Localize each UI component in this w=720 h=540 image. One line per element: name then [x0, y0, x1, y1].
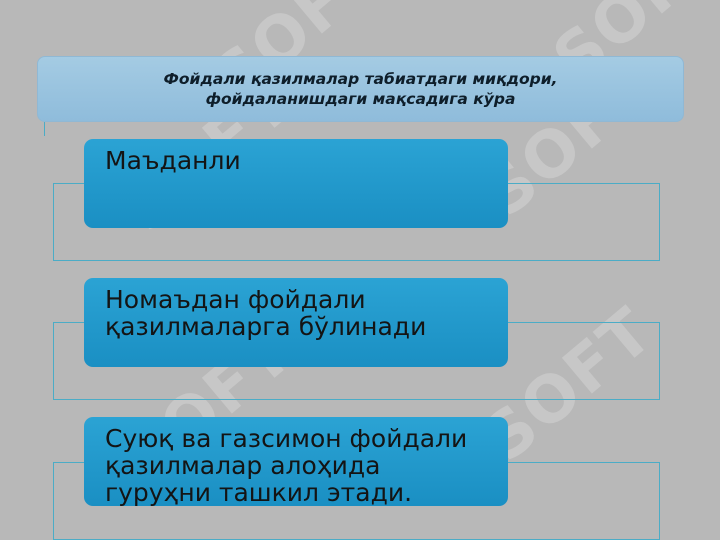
- item-box-1: Маъданли: [84, 139, 508, 228]
- item-box-2: Номаъдан фойдали қазилмаларга бўлинади: [84, 278, 508, 367]
- item-label-3: Суюқ ва газсимон фойдали қазилмалар алоҳ…: [105, 424, 468, 506]
- item-label-1: Маъданли: [105, 146, 241, 175]
- diagram-title: Фойдали қазилмалар табиатдаги миқдори, ф…: [163, 70, 558, 108]
- item-box-3: Суюқ ва газсимон фойдали қазилмалар алоҳ…: [84, 417, 508, 506]
- connector-line: [44, 122, 45, 136]
- diagram-header: Фойдали қазилмалар табиатдаги миқдори, ф…: [37, 56, 684, 122]
- item-label-2: Номаъдан фойдали қазилмаларга бўлинади: [105, 285, 427, 341]
